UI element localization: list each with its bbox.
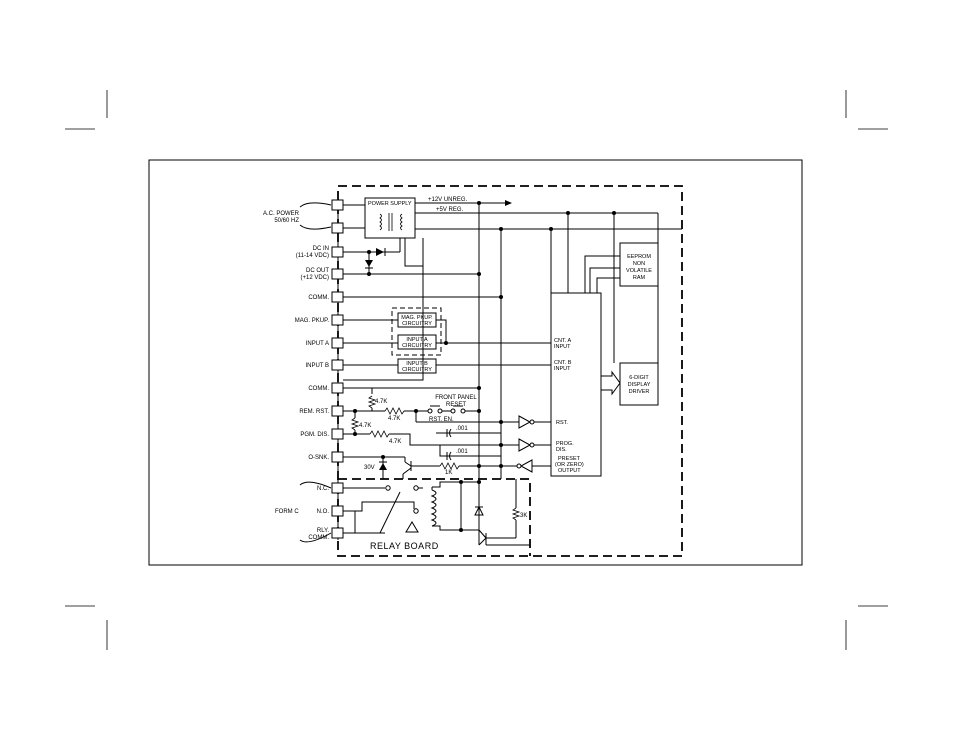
rst-label: RST. <box>556 420 568 426</box>
no-label: N.O. <box>317 509 330 515</box>
preset-output-label: PRESET(OR ZERO)OUTPUT <box>555 456 584 474</box>
o-snk-label: O-SNK. <box>308 455 329 461</box>
comm1-label: COMM. <box>308 295 329 301</box>
terminal-comm2 <box>331 382 344 394</box>
cap-001-2: .001 <box>456 449 468 455</box>
terminal-remrst <box>331 405 344 417</box>
terminal-nc <box>331 482 344 494</box>
input-b-circuitry-block <box>397 358 437 374</box>
power-supply-box <box>364 197 416 239</box>
dc-in-label: DC IN(11-14 VDC) <box>296 246 329 259</box>
r-4-7k-1: 4.7K <box>375 399 387 405</box>
r-4-7k-3: 4.7K <box>359 423 371 429</box>
rst-en-label: RST. EN. <box>429 417 454 423</box>
nc-label: N.C. <box>317 486 329 492</box>
crop-marks <box>65 90 888 650</box>
unreg-label: +12V UNREG. <box>428 197 468 203</box>
mag-pkup-circuitry-label: MAG. PKUP.CIRCUITRY <box>401 315 433 327</box>
form-c-label: FORM C <box>275 509 299 515</box>
figure-frame <box>148 159 803 566</box>
terminal-osnk <box>331 451 344 463</box>
rly-comm-label: RLY.COMM. <box>308 528 329 541</box>
terminal-inputb <box>331 359 344 371</box>
eeprom-block <box>619 242 659 287</box>
terminal-ac2 <box>331 222 344 234</box>
unit-enclosure <box>337 185 683 557</box>
sink-output-circuit: 30V 1K <box>343 455 551 479</box>
terminal-pgmdis <box>331 428 344 440</box>
r-4-7k-2: 4.7K <box>388 416 400 422</box>
mag-pkup-label: MAG. PKUP. <box>295 318 330 324</box>
input-b-label: INPUT B <box>305 363 329 369</box>
zener-30v-label: 30V <box>364 465 375 471</box>
program-disable-circuit: 4.7K 4.7K .001 <box>343 411 551 461</box>
terminal-magpkup <box>331 314 344 326</box>
relay-board-label: RELAY BOARD <box>370 541 439 551</box>
terminal-no <box>331 505 344 517</box>
reg-label: +5V REG. <box>436 207 464 213</box>
input-a-circuitry-block <box>397 334 437 350</box>
prog-dis-label: PROG.DIS. <box>556 441 574 453</box>
display-driver-block <box>619 362 659 406</box>
dc-wiring <box>343 238 503 390</box>
comm2-label: COMM. <box>308 386 329 392</box>
r-4-7k-4: 4.7K <box>389 439 401 445</box>
terminal-inputa <box>331 337 344 349</box>
pgm-dis-label: PGM. DIS. <box>300 432 329 438</box>
r-1k-label: 1K <box>445 470 452 476</box>
cap-001-1: .001 <box>456 426 468 432</box>
terminal-dcin <box>331 246 344 258</box>
dc-out-label: DC OUT(+12 VDC) <box>300 268 329 281</box>
ac-power-wiring: POWER SUPPLY <box>299 197 682 239</box>
terminal-dcout <box>331 268 344 280</box>
terminal-ac1 <box>331 199 344 211</box>
relay-board: 3K RELAY BOARD <box>343 479 530 551</box>
relay-board-enclosure <box>338 478 531 556</box>
terminal-comm1 <box>331 291 344 303</box>
microcontroller-block <box>550 292 602 477</box>
mag-pkup-dashed-box <box>391 307 442 356</box>
input-a-label: INPUT A <box>306 341 329 347</box>
power-supply-label: POWER SUPPLY <box>368 201 412 207</box>
r-3k-label: 3K <box>520 513 527 519</box>
terminal-rlycomm <box>331 527 344 539</box>
rem-rst-label: REM. RST. <box>299 409 329 415</box>
terminal-strip <box>331 199 344 539</box>
